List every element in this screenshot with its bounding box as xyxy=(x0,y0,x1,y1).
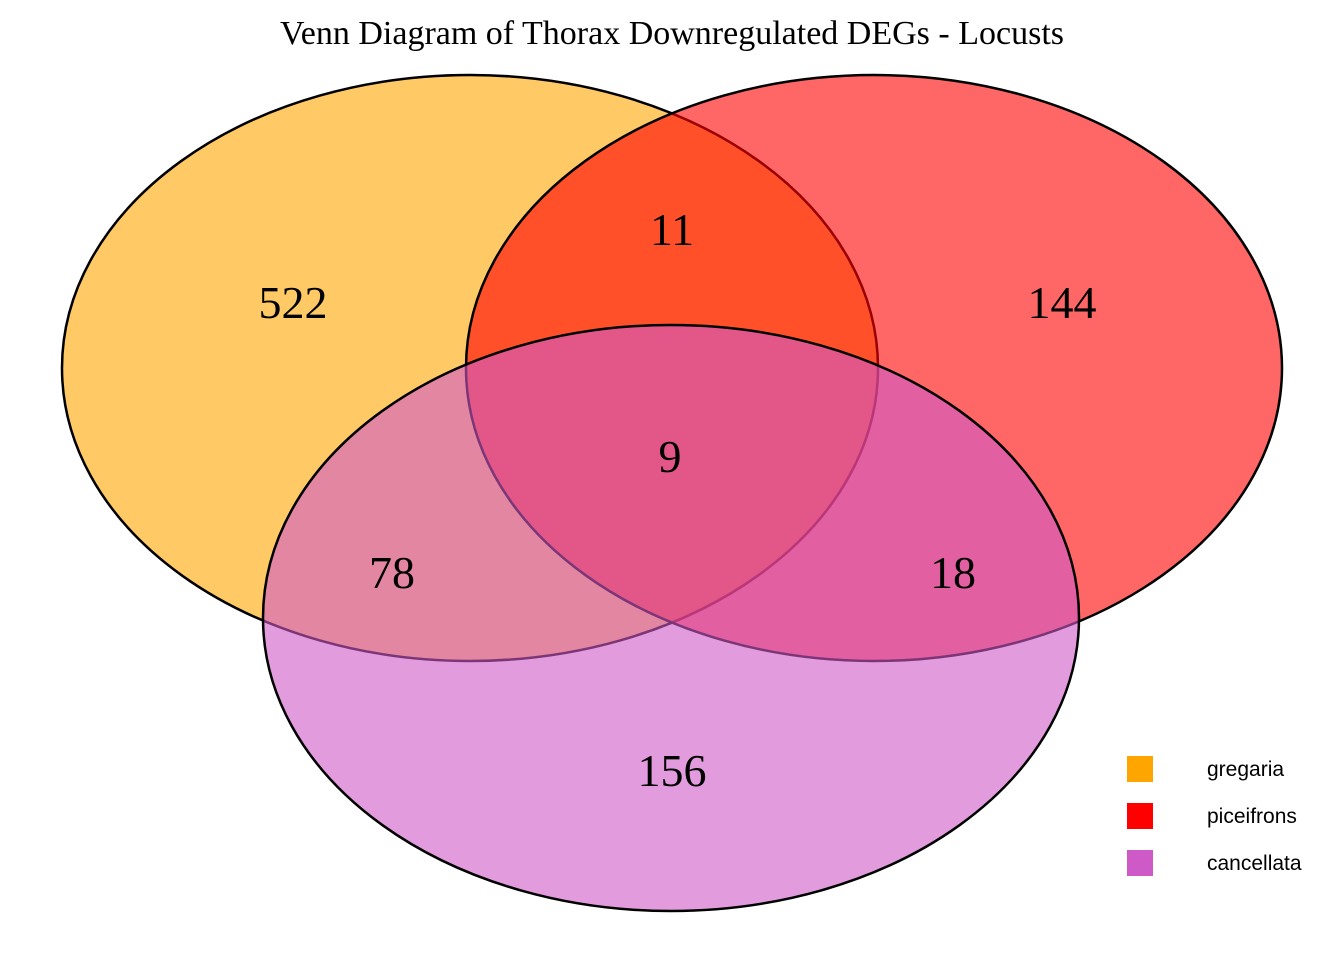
legend-swatch-piceifrons xyxy=(1127,803,1153,829)
count-gregaria-cancellata: 78 xyxy=(369,547,415,598)
count-gregaria-piceifrons: 11 xyxy=(650,204,694,255)
legend-swatch-gregaria xyxy=(1127,756,1153,782)
legend-label-cancellata: cancellata xyxy=(1207,852,1302,875)
legend-swatch-cancellata xyxy=(1127,850,1153,876)
chart-title: Venn Diagram of Thorax Downregulated DEG… xyxy=(280,15,1064,52)
count-gregaria-only: 522 xyxy=(259,277,328,328)
legend: gregaria piceifrons cancellata xyxy=(1127,756,1302,876)
cancellata-set-ellipse xyxy=(261,323,1081,913)
count-cancellata-only: 156 xyxy=(638,745,707,796)
legend-label-piceifrons: piceifrons xyxy=(1207,805,1297,828)
count-piceifrons-only: 144 xyxy=(1028,277,1097,328)
count-all-three: 9 xyxy=(659,431,682,482)
legend-label-gregaria: gregaria xyxy=(1207,758,1284,781)
count-piceifrons-cancellata: 18 xyxy=(930,547,976,598)
